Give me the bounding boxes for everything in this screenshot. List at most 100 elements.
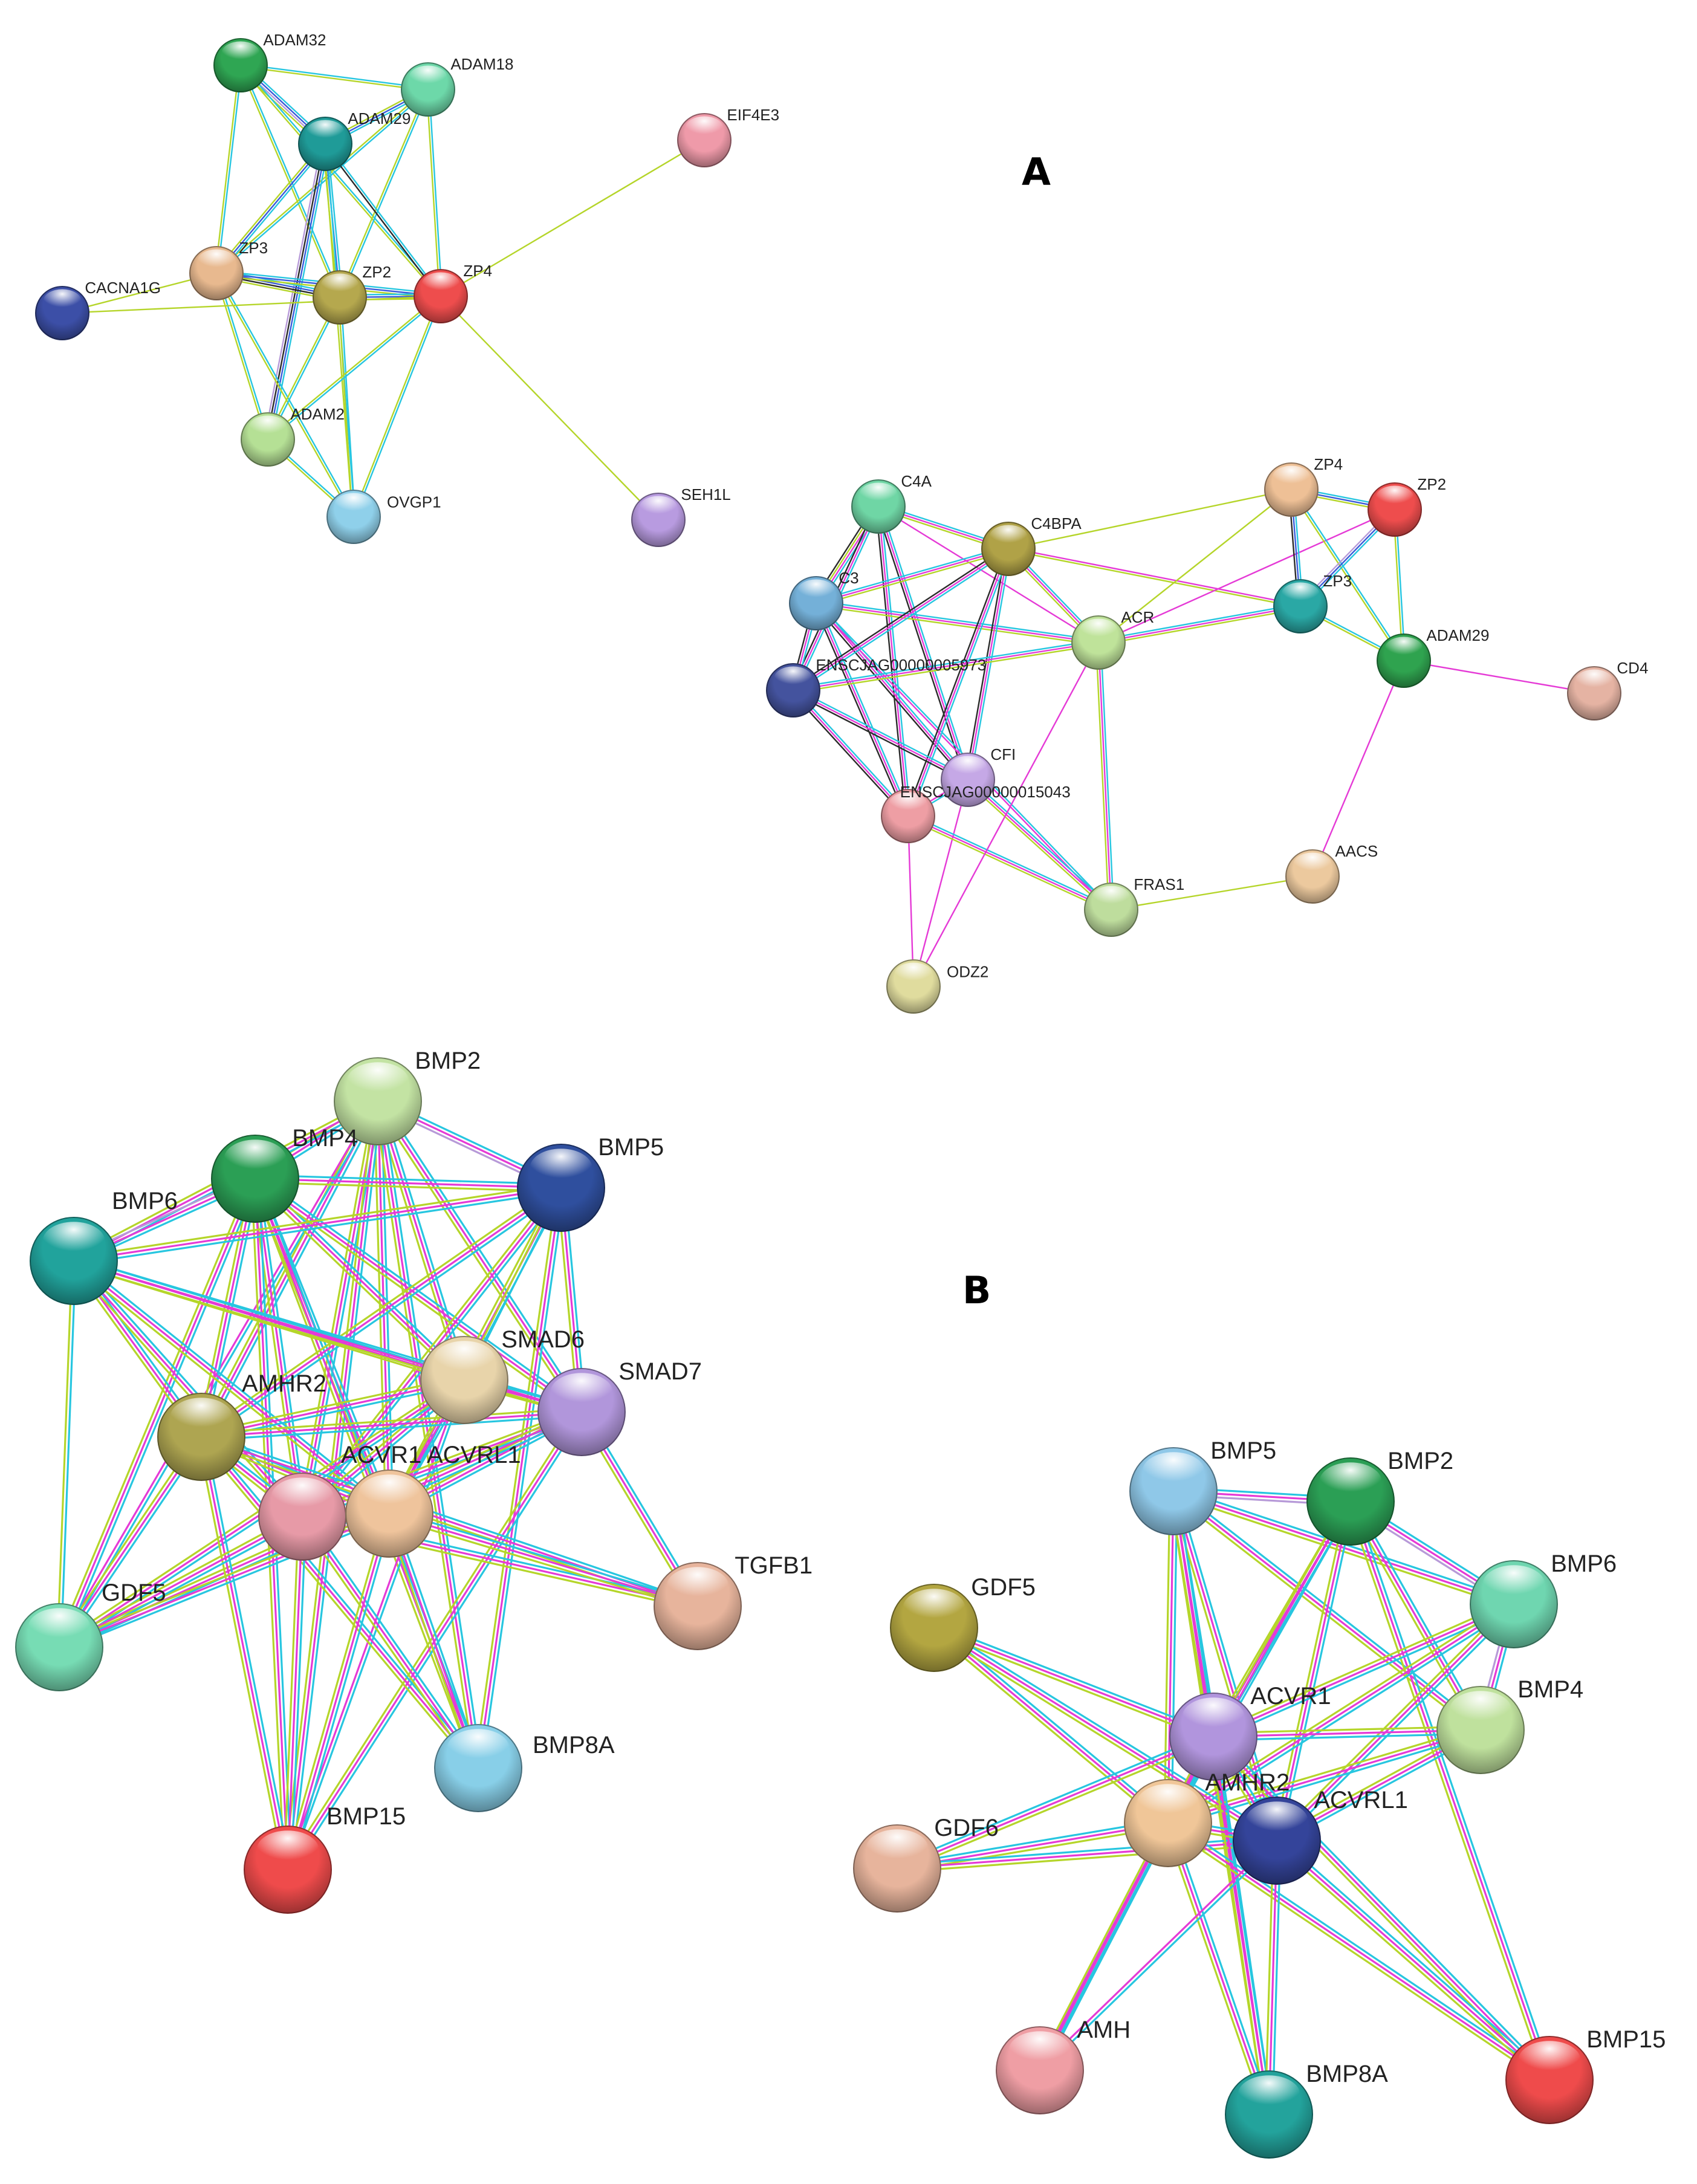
edge-line-lime [57,1512,301,1645]
node-highlight [421,272,460,297]
node-acr[interactable]: ACR [1071,608,1154,670]
node-smad6[interactable]: SMAD6 [420,1326,585,1424]
node-acvrl1[interactable]: ACVRL1 [345,1442,521,1558]
node-adam18[interactable]: ADAM18 [401,55,513,117]
edge-line-magenta [897,1839,1277,1870]
node-highlight [797,579,836,603]
node-acvr1[interactable]: ACVR1 [1169,1683,1331,1781]
node-highlight [894,962,933,987]
node-zp4[interactable]: ZP4 [414,262,492,323]
node-label: AMHR2 [1205,1769,1290,1796]
edge-line-cyan [258,1178,307,1517]
edge-line-cyan [204,1436,293,1870]
edge-line-cyan [880,506,912,816]
node-zp2[interactable]: ZP2 [1368,475,1446,537]
node-gdf5[interactable]: GDF5 [15,1580,166,1691]
node-tgfb1[interactable]: TGFB1 [654,1552,813,1650]
edge-line-lime [898,1739,1215,1873]
node-c4bpa[interactable]: C4BPA [981,514,1082,576]
node-bmp15[interactable]: BMP15 [1505,2026,1666,2124]
edge-acvr1-bmp8a [298,1514,482,1771]
node-gdf5[interactable]: GDF5 [890,1574,1036,1672]
edge-line-cyan [969,549,1012,780]
node-cfi[interactable]: CFI [941,745,1016,807]
node-zp3[interactable]: ZP3 [1273,572,1352,633]
node-adam29[interactable]: ADAM29 [1377,626,1489,688]
edge-acr-fras1 [1095,642,1115,910]
edge-line-dark [875,507,967,781]
edge-c4bpa-ens15043 [905,548,1011,817]
node-amh[interactable]: AMH [996,2017,1131,2114]
node-enscjag00000015043[interactable]: ENSCJAG00000015043 [881,783,1071,843]
edge-bmp5-bmp8a [473,1187,566,1769]
node-bmp2[interactable]: BMP2 [334,1048,481,1145]
edge-zp4b-adam29b [1290,488,1406,662]
edge-acvr1-gdf5 [57,1512,305,1651]
node-c3[interactable]: C3 [789,569,859,630]
node-odz2[interactable]: ODZ2 [886,959,988,1014]
node-acvr1[interactable]: ACVR1 [258,1442,421,1561]
node-fras1[interactable]: FRAS1 [1084,875,1184,937]
node-highlight [346,1062,409,1101]
edge-line-lime [793,644,1099,694]
edge-line-lime [385,1514,476,1770]
node-label: SMAD6 [501,1326,585,1353]
edge-line-cyan [935,1624,1280,1839]
edge-bmp6c-acvrl1c [1273,1601,1517,1844]
edge-line-lime [1213,1725,1481,1734]
node-adam29[interactable]: ADAM29 [298,109,410,171]
edge-line-magenta [912,642,1100,987]
node-highlight [170,1398,233,1437]
node-label: ZP4 [463,262,492,280]
node-bmp15[interactable]: BMP15 [244,1803,406,1914]
node-smad7[interactable]: SMAD7 [537,1358,702,1456]
node-bmp5[interactable]: BMP5 [1129,1437,1276,1535]
node-amhr2[interactable]: AMHR2 [1124,1769,1290,1867]
edge-line-lime [1273,1601,1512,1839]
node-highlight [224,1139,287,1179]
node-seh1l[interactable]: SEH1L [631,485,731,547]
node-highlight [903,1589,965,1628]
edge-line-lime [323,144,354,517]
edge-line-magenta [1311,660,1405,877]
node-bmp6[interactable]: BMP6 [30,1188,178,1305]
node-bmp8a[interactable]: BMP8A [434,1724,615,1812]
edge-line-lime [240,65,428,92]
node-enscjag00000005973[interactable]: ENSCJAG00000005973 [766,656,986,718]
node-cd4[interactable]: CD4 [1567,659,1648,721]
node-label: ADAM29 [348,109,410,128]
node-bmp8a[interactable]: BMP8A [1225,2061,1388,2159]
node-zp2[interactable]: ZP2 [313,263,391,325]
node-bmp5[interactable]: BMP5 [517,1134,664,1232]
node-zp4[interactable]: ZP4 [1264,455,1343,517]
node-label: BMP4 [1517,1676,1583,1703]
node-bmp2[interactable]: BMP2 [1306,1448,1453,1546]
node-adam2[interactable]: ADAM2 [241,405,345,467]
edge-line-lime [1170,1493,1479,1734]
edge-line-lime [931,1630,1276,1845]
node-bmp4[interactable]: BMP4 [1436,1676,1583,1774]
node-ovgp1[interactable]: OVGP1 [326,490,441,544]
edge-zp4-ovgp1 [352,295,443,518]
edge-line-lime [1209,1737,1267,2116]
node-eif4e3[interactable]: EIF4E3 [677,106,779,167]
node-amhr2[interactable]: AMHR2 [157,1370,326,1481]
node-acvrl1[interactable]: ACVRL1 [1233,1787,1408,1885]
node-zp3[interactable]: ZP3 [189,239,268,300]
edge-line-cyan [1278,1837,1553,2078]
edge-line-lime [1098,608,1301,646]
edge-line-lime [56,1260,73,1647]
node-label: GDF5 [971,1574,1036,1601]
node-bmp6[interactable]: BMP6 [1470,1551,1617,1648]
node-highlight [197,249,236,274]
node-cacna1g[interactable]: CACNA1G [35,279,161,340]
node-label: BMP4 [292,1125,358,1152]
node-adam32[interactable]: ADAM32 [213,31,326,92]
node-bmp4[interactable]: BMP4 [211,1125,358,1223]
node-gdf6[interactable]: GDF6 [853,1815,999,1913]
edge-line-lime [250,1179,476,1770]
node-highlight [28,1608,91,1648]
edge-line-magenta [201,1379,465,1438]
node-aacs[interactable]: AACS [1285,842,1378,904]
node-c4a[interactable]: C4A [851,472,932,534]
